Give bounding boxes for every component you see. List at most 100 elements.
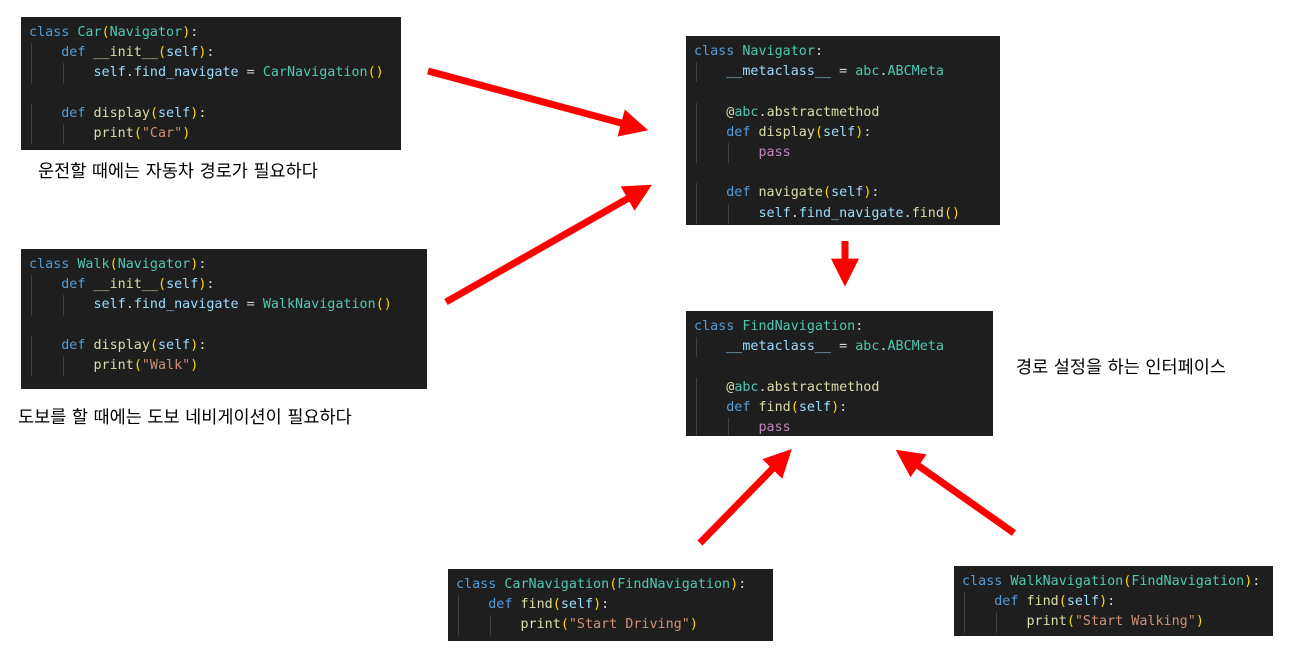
code-token: ( <box>552 597 561 613</box>
code-token: ABCMeta <box>887 64 944 80</box>
code-token: Car <box>77 25 102 40</box>
code-token: ( <box>158 277 167 293</box>
code-token: find <box>520 597 553 613</box>
code-token: print <box>520 617 561 633</box>
code-token: abstractmethod <box>766 104 880 120</box>
code-line: print("Start Walking") <box>962 612 1265 633</box>
indent-guide <box>490 615 492 636</box>
code-line: def __init__(self): <box>29 43 393 64</box>
code-token: ) <box>182 125 191 141</box>
caption-walk: 도보를 할 때에는 도보 네비게이션이 필요하다 <box>18 408 352 428</box>
code-line: def __init__(self): <box>29 275 419 296</box>
code-token: __init__ <box>93 277 159 293</box>
code-token: Navigator <box>742 44 815 59</box>
code-line: def find(self): <box>694 397 985 418</box>
code-block-find-navigation: class FindNavigation: __metaclass__ = ab… <box>686 311 993 436</box>
code-token: self <box>831 185 864 201</box>
code-token: self <box>158 337 191 353</box>
code-line: @abc.abstractmethod <box>694 102 992 123</box>
indent-guide <box>31 103 32 124</box>
code-token: ( <box>814 124 823 140</box>
code-token: : <box>1252 574 1261 589</box>
code-token: ( <box>149 337 158 353</box>
code-line: print("Walk") <box>29 355 419 377</box>
code-line: @abc.abstractmethod <box>694 377 985 398</box>
code-line: print("Car") <box>29 123 393 145</box>
indent-guide <box>458 615 459 636</box>
code-token: print <box>93 357 134 373</box>
code-token: ( <box>149 105 158 121</box>
code-block-car: class Car(Navigator): def __init__(self)… <box>21 17 401 150</box>
code-token: display <box>93 337 150 353</box>
code-line: def display(self): <box>29 103 393 124</box>
code-line: __metaclass__ = abc.ABCMeta <box>694 337 985 358</box>
indent-guide <box>696 377 697 398</box>
code-token: : <box>206 45 215 61</box>
code-token: navigate <box>758 185 824 201</box>
arrow-car-navigation-to-find-navigation <box>697 448 792 546</box>
code-token: CarNavigation <box>504 577 610 592</box>
code-token: ) <box>855 124 864 140</box>
code-token: self <box>758 205 791 221</box>
code-token: print <box>93 125 134 141</box>
code-token: Walk <box>77 257 110 272</box>
indent-guide <box>696 417 697 436</box>
code-token: abc <box>855 339 880 355</box>
code-token: ) <box>190 337 199 353</box>
indent-guide <box>63 355 65 377</box>
code-token: self <box>93 297 126 313</box>
code-token: ) <box>689 617 698 633</box>
code-token: FindNavigation <box>617 577 731 592</box>
indent-guide <box>696 203 697 224</box>
indent-guide <box>696 122 697 143</box>
code-line: pass <box>694 142 992 164</box>
indent-guide <box>31 335 32 356</box>
code-token: self <box>93 65 126 81</box>
code-token: FindNavigation <box>1131 574 1245 589</box>
code-token: . <box>903 205 912 221</box>
indent-guide <box>31 63 32 84</box>
code-token: ) <box>1195 614 1204 630</box>
code-token: : <box>738 577 747 592</box>
code-token: ) <box>831 399 840 415</box>
indent-guide <box>31 123 32 145</box>
code-token: self <box>1066 594 1100 610</box>
code-token: find_navigate <box>133 65 239 81</box>
indent-guide <box>31 355 32 377</box>
code-token: ) <box>863 185 872 201</box>
code-token: ( <box>609 577 618 592</box>
arrow-walk-navigation-to-find-navigation <box>895 449 1017 536</box>
code-token: __metaclass__ <box>726 339 832 355</box>
code-token: CarNavigation <box>262 65 368 81</box>
arrow-walk-to-navigator <box>444 184 652 306</box>
code-token: ( <box>133 125 142 141</box>
indent-guide <box>696 397 697 418</box>
indent-guide <box>728 417 730 436</box>
code-token: ) <box>1099 594 1108 610</box>
code-line: self.find_navigate = CarNavigation() <box>29 63 393 84</box>
code-token: Navigator <box>109 25 183 40</box>
code-token: "Start Driving" <box>568 617 690 633</box>
code-token: . <box>790 205 799 221</box>
code-token: ( <box>1058 594 1067 610</box>
code-line: __metaclass__ = abc.ABCMeta <box>694 62 992 83</box>
indent-guide <box>31 275 32 296</box>
code-token: pass <box>758 419 791 435</box>
code-token: def <box>456 597 521 613</box>
indent-guide <box>31 43 32 64</box>
code-token: = <box>238 297 263 313</box>
code-token: ( <box>1066 614 1075 630</box>
code-token: ABCMeta <box>887 339 944 355</box>
code-token: : <box>198 105 207 121</box>
indent-guide <box>458 595 459 616</box>
code-block-car-navigation: class CarNavigation(FindNavigation): def… <box>448 569 773 641</box>
code-block-walk-navigation: class WalkNavigation(FindNavigation): de… <box>954 566 1273 636</box>
indent-guide <box>696 102 697 123</box>
code-line: def display(self): <box>694 122 992 143</box>
code-token: : <box>198 337 207 353</box>
code-token: ( <box>560 617 569 633</box>
caption-interface: 경로 설정을 하는 인터페이스 <box>1016 358 1226 378</box>
code-line: def display(self): <box>29 335 419 356</box>
caption-car: 운전할 때에는 자동차 경로가 필요하다 <box>38 162 318 182</box>
code-token: find <box>1026 594 1059 610</box>
